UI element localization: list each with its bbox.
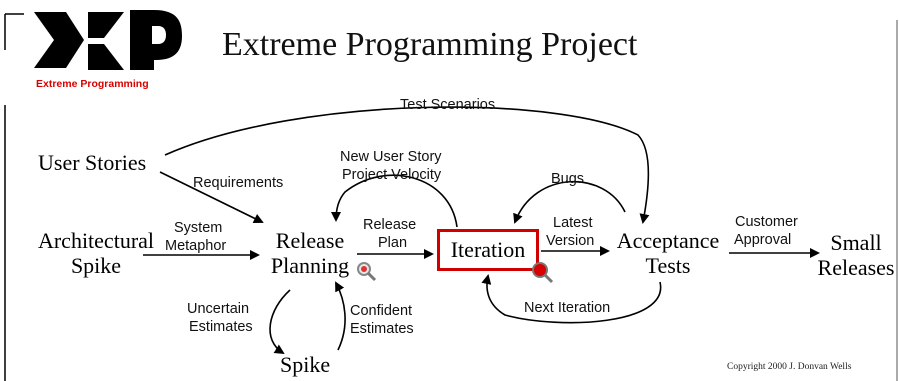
label-approval: Approval (734, 232, 792, 248)
label-release: Release (363, 217, 417, 233)
node-architectural-spike: Architectural Spike (30, 228, 162, 278)
node-acceptance-tests-line1: Acceptance (616, 228, 720, 253)
label-metaphor: Metaphor (165, 238, 227, 254)
node-architectural-spike-line1: Architectural (37, 228, 155, 253)
magnifier-icon[interactable] (356, 261, 378, 283)
magnifier-icon[interactable] (531, 262, 555, 286)
label-system: System (174, 220, 223, 236)
node-small-releases-line1: Small (830, 230, 882, 255)
label-project-velocity: Project Velocity (342, 167, 442, 183)
label-next-iteration: Next Iteration (524, 300, 611, 316)
node-release-planning-line2: Planning (270, 253, 350, 278)
node-small-releases: Small Releases (815, 230, 897, 280)
label-estimates-confident: Estimates (350, 321, 414, 337)
page-title: Extreme Programming Project (222, 26, 638, 63)
node-acceptance-tests: Acceptance Tests (608, 228, 728, 278)
node-acceptance-tests-line2: Tests (645, 253, 691, 278)
xp-logo (34, 10, 182, 70)
label-test-scenarios: Test Scenarios (400, 97, 496, 113)
node-small-releases-line2: Releases (817, 255, 895, 280)
logo-brand-text: Extreme Programming (36, 78, 149, 90)
node-iteration-label: Iteration (450, 237, 526, 262)
node-spike: Spike (280, 352, 331, 377)
label-bugs: Bugs (551, 171, 585, 187)
edge-next-iteration (481, 274, 662, 324)
label-customer: Customer (735, 214, 798, 230)
copyright-text: Copyright 2000 J. Donvan Wells (727, 362, 852, 372)
node-release-planning: Release Planning (262, 228, 358, 278)
label-estimates-uncertain: Estimates (189, 319, 253, 335)
label-uncertain: Uncertain (187, 301, 250, 317)
edge-bugs (513, 180, 626, 224)
edge-test-scenarios (164, 106, 650, 224)
node-user-stories: User Stories (38, 150, 147, 175)
edge-uncertain-estimates (269, 289, 291, 355)
label-latest: Latest (553, 215, 593, 231)
node-iteration: Iteration (437, 229, 539, 271)
edge-requirements (159, 171, 264, 223)
label-requirements: Requirements (193, 175, 284, 191)
edge-confident-estimates (335, 281, 346, 351)
label-new-user-story: New User Story (340, 149, 442, 165)
label-plan: Plan (378, 235, 408, 251)
label-version: Version (546, 233, 595, 249)
label-confident: Confident (350, 303, 413, 319)
node-release-planning-line1: Release (275, 228, 345, 253)
node-architectural-spike-line2: Spike (70, 253, 122, 278)
edge-new-user-story (331, 174, 458, 228)
